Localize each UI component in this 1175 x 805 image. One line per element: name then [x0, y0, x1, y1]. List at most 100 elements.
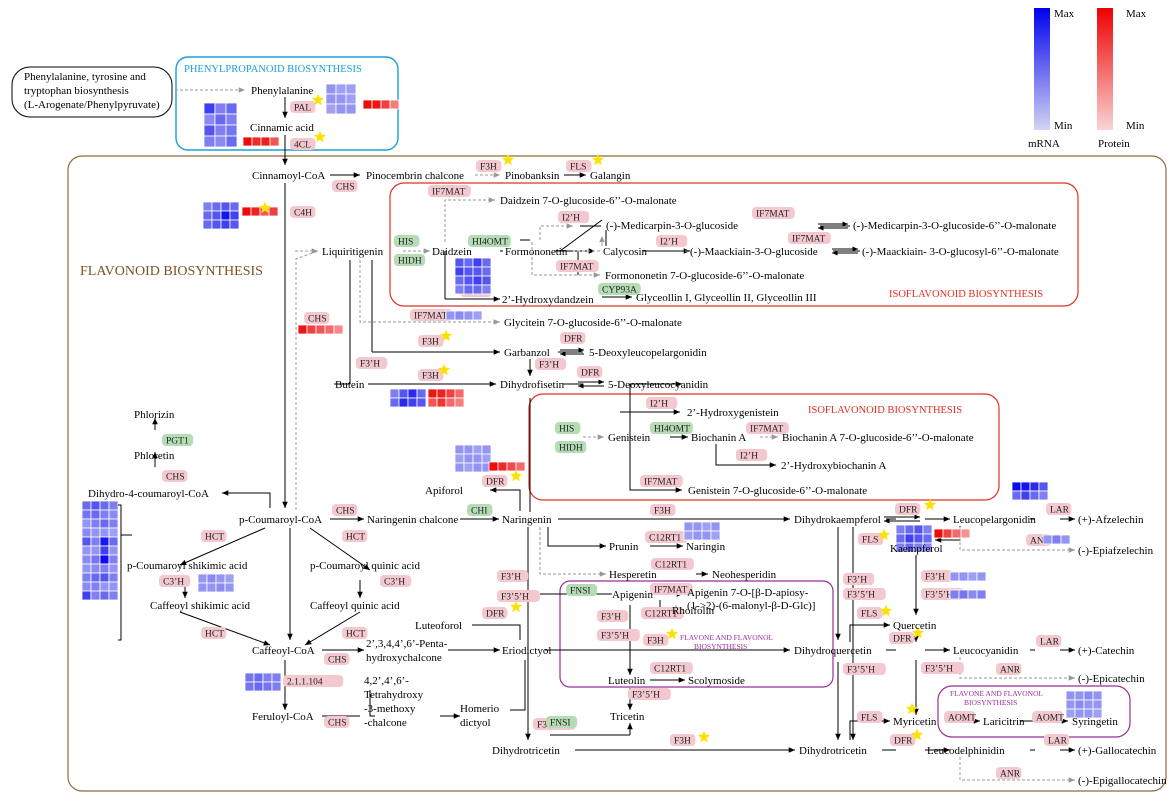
cmp-glycitein-mal: Glycitein 7-O-glucoside-6’’-O-malonate	[504, 317, 682, 329]
enzyme-f3h_pino: F3H	[476, 160, 502, 173]
cmp-glyceollin: Glyceollin I, Glyceollin II, Glyceollin …	[636, 292, 817, 304]
external-box	[11, 66, 173, 118]
enzyme-label: IF7MAT	[414, 312, 447, 322]
phenylpropanoid-label: PHENYLPROPANOID BIOSYNTHESIS	[184, 64, 362, 75]
heatmap-cell	[463, 284, 474, 295]
enzyme-fls_gal: FLS	[566, 160, 592, 173]
enzyme-f3ph_api: F3’H	[597, 610, 629, 623]
heatmap-cell	[108, 563, 119, 574]
heatmap-cell	[211, 210, 222, 221]
heatmap-cell	[436, 397, 447, 408]
enzyme-if7mat_form: IF7MAT	[556, 260, 599, 273]
enzyme-f3h_dht: F3H	[670, 734, 696, 747]
heatmap-f3h_but_prot	[427, 388, 465, 408]
cmp-feruloyl-coa: Feruloyl-CoA	[252, 711, 314, 723]
cmp-syringetin: Syringetin	[1072, 716, 1118, 728]
heatmap-kae_mrna	[895, 524, 933, 553]
enzyme-label: DFR	[894, 737, 913, 747]
heatmap-cell	[202, 219, 213, 230]
heatmap-cell	[454, 444, 465, 455]
heatmap-cell	[251, 136, 262, 147]
heatmap-cell	[211, 201, 222, 212]
enzyme-hi4omt_1: HI4OMT	[468, 235, 511, 248]
enzyme-anr_gal: ANR	[996, 767, 1022, 780]
heatmap-cell	[269, 136, 280, 147]
stars	[258, 93, 937, 743]
heatmap-cell	[913, 533, 924, 544]
enzyme-if7mat_gen: IF7MAT	[640, 475, 683, 488]
heatmap-cell	[197, 573, 208, 584]
heatmap-cell	[362, 99, 373, 110]
enzyme-f3h_nar: F3H	[650, 504, 676, 517]
heatmap-cell	[81, 545, 92, 556]
cmp-apigenin: Apigenin	[612, 589, 653, 601]
cmp-phenylalanine: Phenylalanine	[251, 85, 313, 97]
star-icon	[311, 93, 325, 106]
enzyme-label: 4CL	[294, 141, 311, 151]
heatmap-cell	[398, 397, 409, 408]
heatmap-f3h_but_mrna	[389, 388, 427, 408]
heatmap-cell	[683, 530, 694, 541]
cmp-leucocyanidin: Leucocyanidin	[953, 645, 1019, 657]
cmp-eriodictyol: Eriodictyol	[502, 645, 552, 657]
heatmap-cell	[1029, 490, 1040, 501]
heatmap-cell	[416, 397, 427, 408]
heatmap-cell	[1051, 534, 1062, 545]
heatmap-cell	[271, 681, 282, 692]
enzyme-cyp93a: CYP93A	[598, 283, 641, 296]
heatmap-cell	[481, 266, 492, 277]
cmp-caffeoyl-shikimic: Caffeoyl shikimic acid	[150, 600, 250, 612]
heatmap-cell	[253, 672, 264, 683]
cmp-medicarpin-glc: (-)-Medicarpin-3-O-glucoside	[606, 220, 738, 232]
heatmap-cell	[324, 324, 335, 335]
heatmap-cell	[398, 388, 409, 399]
heatmap-left_mrna	[203, 102, 238, 148]
enzyme-label: DFR	[486, 478, 505, 488]
enzyme-label: F3’5’H	[501, 593, 529, 603]
enzyme-fls_kae: FLS	[858, 533, 884, 546]
cmp-pentahydroxychalcone-1: 2’,3,4,4’,6’-Penta-	[366, 638, 448, 650]
heatmap-cell	[333, 324, 344, 335]
enzyme-c4cl: 4CL	[290, 138, 316, 151]
heatmaps	[81, 83, 1103, 719]
enzyme-label: F3H	[674, 737, 691, 747]
cmp-dihydrotricetin-2: Dihydrotricetin	[799, 745, 867, 757]
cmp-phlorizin: Phlorizin	[134, 409, 175, 421]
enzyme-fnsi_2: FNSI	[546, 716, 578, 729]
enzyme-label: I2’H	[660, 238, 678, 248]
heatmap-chs_prot	[297, 324, 344, 335]
heatmap-cell	[108, 500, 119, 511]
heatmap-cell	[1042, 534, 1053, 545]
heatmap-cell	[260, 136, 271, 147]
star-icon	[509, 600, 523, 613]
enzyme-label: CHS	[308, 315, 326, 325]
enzyme-label: DFR	[899, 506, 918, 516]
protein-max: Max	[1126, 8, 1147, 20]
enzyme-label: C3’H	[384, 578, 405, 588]
enzyme-if7mat_api: IF7MAT	[650, 583, 693, 596]
enzyme-label: DFR	[893, 635, 912, 645]
enzyme-dfr_dht: DFR	[890, 734, 916, 747]
enzyme-f35h_dq: F3’5’H	[843, 663, 886, 676]
enzyme-label: F3’5’H	[847, 666, 875, 676]
cmp-gallocatechin: (+)-Gallocatechin	[1078, 745, 1157, 757]
enzyme-f3h_garb: F3H	[418, 335, 444, 348]
heatmap-cell	[345, 93, 357, 105]
cmp-daidzein-malonate: Daidzein 7-O-glucoside-6’’-O-malonate	[500, 195, 677, 207]
heatmap-cell	[472, 310, 483, 321]
enzyme-label: IF7MAT	[750, 425, 783, 435]
enzyme-label: DFR	[581, 369, 600, 379]
enzyme-hi4omt_2: HI4OMT	[650, 422, 693, 435]
mrna-max: Max	[1054, 8, 1075, 20]
enzyme-label: HIS	[559, 425, 574, 435]
flavone-label-1a: FLAVONE AND FLAVONOL	[680, 633, 773, 642]
cmp-scolymoside: Scolymoside	[688, 675, 745, 687]
cmp-caffeoyl-quinic: Caffeoyl quinic acid	[310, 600, 400, 612]
mrna-scale	[1034, 8, 1050, 130]
heatmap-cell	[262, 681, 273, 692]
heatmap-hi4omt_mrna	[454, 257, 492, 295]
enzyme-hct_2: HCT	[342, 530, 368, 543]
heatmap-cell	[1020, 490, 1031, 501]
protein-scale	[1097, 8, 1113, 130]
